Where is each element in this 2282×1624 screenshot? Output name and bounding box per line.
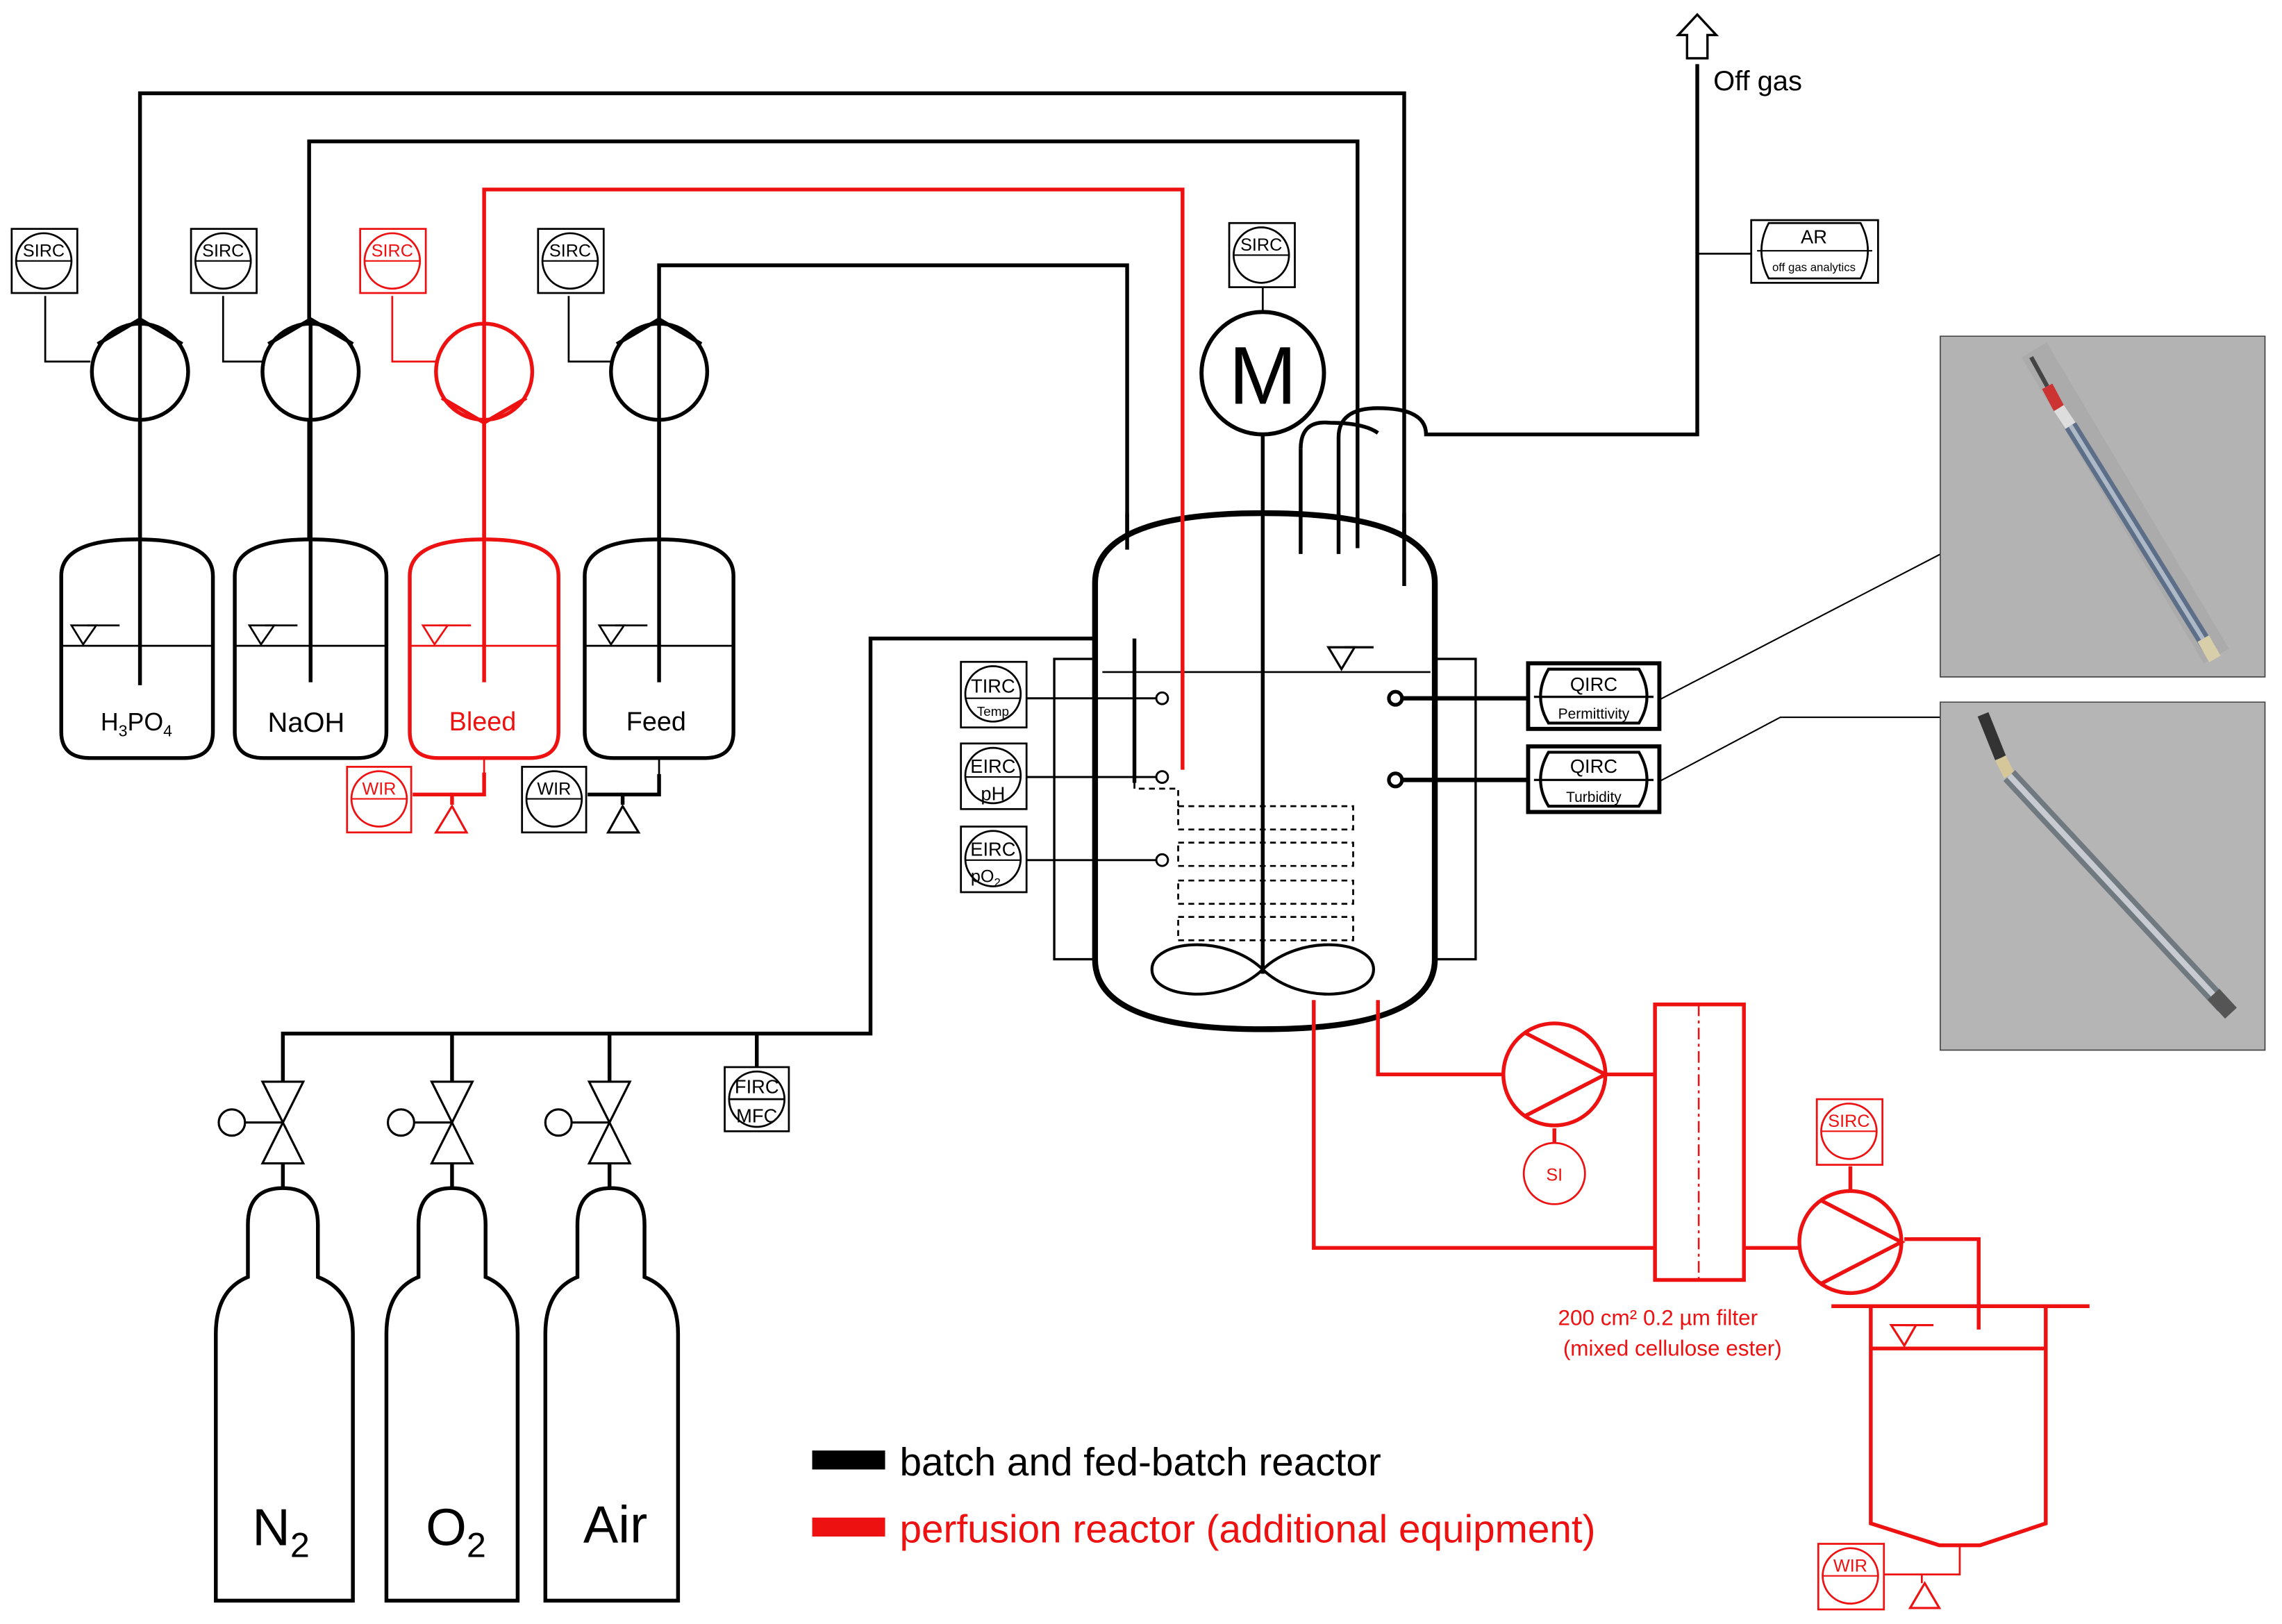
valve-icon (217, 1080, 306, 1165)
ar-analyzer: AR off gas analytics (1697, 219, 1879, 284)
svg-text:SIRC: SIRC (549, 242, 591, 261)
tirc-temp: TIRC Temp (960, 660, 1028, 729)
firc-mfc: FIRC MFC (724, 1066, 790, 1132)
off-gas-label: Off gas (1713, 66, 1802, 97)
qirc-permittivity: QIRC Permittivity (1526, 661, 1662, 731)
wir-bleed: WIR (346, 766, 413, 834)
stirrer-icon (1150, 943, 1375, 996)
svg-text:pO2: pO2 (971, 867, 1001, 889)
svg-text:Feed: Feed (626, 708, 686, 737)
svg-text:pH: pH (981, 783, 1005, 805)
legend-batch-label: batch and fed-batch reactor (900, 1441, 1381, 1484)
legend-perfusion-label: perfusion reactor (additional equipment) (900, 1507, 1596, 1551)
svg-text:QIRC: QIRC (1570, 755, 1617, 777)
liquid-level-icon (1326, 646, 1374, 671)
tank-h3po4: H3PO4 (59, 537, 215, 760)
tank-feed: Feed (583, 537, 735, 760)
pump-h3po4 (44, 296, 190, 422)
qirc-turbidity: QIRC Turbidity (1526, 744, 1662, 814)
legend: batch and fed-batch reactor perfusion re… (812, 1441, 1596, 1551)
svg-text:FIRC: FIRC (735, 1076, 779, 1098)
svg-text:Bleed: Bleed (449, 708, 517, 737)
wir-feed: WIR (521, 766, 588, 834)
svg-text:EIRC: EIRC (970, 838, 1015, 860)
pump-feed (567, 296, 710, 422)
svg-text:TIRC: TIRC (971, 675, 1015, 696)
svg-text:EIRC: EIRC (970, 755, 1015, 777)
filter-label-line2: (mixed cellulose ester) (1563, 1336, 1782, 1361)
si-label: SI (1546, 1166, 1563, 1185)
ar-sublabel: off gas analytics (1772, 261, 1856, 274)
svg-text:WIR: WIR (537, 779, 571, 798)
wir-harvest: WIR (1817, 1543, 1885, 1611)
gas-cylinder-o2: O2 (384, 1186, 520, 1603)
svg-text:Turbidity: Turbidity (1566, 789, 1622, 805)
valve-icon (386, 1080, 474, 1165)
svg-text:Permittivity: Permittivity (1558, 706, 1630, 722)
leader-line (1658, 553, 1942, 701)
eirc-ph: EIRC pH (960, 742, 1028, 810)
triangle-scale-icon (1908, 1581, 1942, 1609)
svg-text:SIRC: SIRC (1240, 235, 1282, 255)
svg-text:Air: Air (583, 1496, 647, 1554)
svg-text:SIRC: SIRC (202, 242, 244, 261)
turbidity-probe-photo (1940, 701, 2266, 1051)
svg-text:WIR: WIR (362, 779, 396, 798)
motor-label: M (1229, 330, 1297, 421)
perfusion-filter (1653, 1002, 1746, 1282)
svg-text:NaOH: NaOH (268, 708, 345, 738)
up-arrow-icon (1675, 12, 1719, 60)
svg-text:O2: O2 (426, 1499, 486, 1565)
filter-label-line1: 200 cm² 0.2 µm filter (1558, 1305, 1758, 1330)
sparger-coil (1133, 782, 1354, 941)
pump-icon (1501, 1021, 1610, 1128)
gas-cylinder-air: Air (543, 1186, 681, 1603)
tank-naoh: NaOH (233, 537, 389, 760)
valve-icon (544, 1080, 632, 1165)
pump-naoh (222, 296, 361, 422)
triangle-scale-icon (434, 803, 469, 834)
sirc-feed: SIRC (537, 228, 605, 294)
leader-line (1658, 716, 1941, 782)
harvest-vessel (1831, 1304, 2090, 1584)
sirc-motor: SIRC (1228, 221, 1296, 288)
pump-bleed (391, 296, 535, 426)
eirc-po2: EIRC pO2 (960, 826, 1028, 894)
legend-swatch-perfusion (812, 1517, 885, 1537)
svg-text:Temp: Temp (977, 705, 1009, 719)
si-indicator (1522, 1141, 1586, 1205)
svg-text:SIRC: SIRC (1828, 1112, 1869, 1131)
sirc-harvest-pump: SIRC (1815, 1098, 1884, 1166)
svg-text:H3PO4: H3PO4 (101, 708, 172, 739)
ar-label: AR (1801, 226, 1827, 248)
svg-text:SIRC: SIRC (23, 242, 65, 261)
sirc-bleed: SIRC (359, 228, 427, 294)
svg-text:MFC: MFC (736, 1105, 777, 1127)
sirc-naoh: SIRC (190, 228, 258, 294)
triangle-scale-icon (606, 803, 641, 834)
svg-text:WIR: WIR (1833, 1556, 1867, 1575)
motor: M (1199, 262, 1326, 437)
tank-bleed: Bleed (408, 537, 560, 760)
main-reactor (1026, 510, 1529, 1032)
svg-text:SIRC: SIRC (372, 242, 413, 261)
pump-icon (1797, 1189, 1906, 1296)
gas-cylinder-n2: N2 (214, 1186, 355, 1603)
svg-text:QIRC: QIRC (1570, 673, 1617, 695)
sirc-h3po4: SIRC (10, 228, 78, 294)
legend-swatch-batch (812, 1450, 885, 1470)
permittivity-probe-photo (1940, 335, 2266, 678)
svg-text:N2: N2 (252, 1499, 310, 1565)
